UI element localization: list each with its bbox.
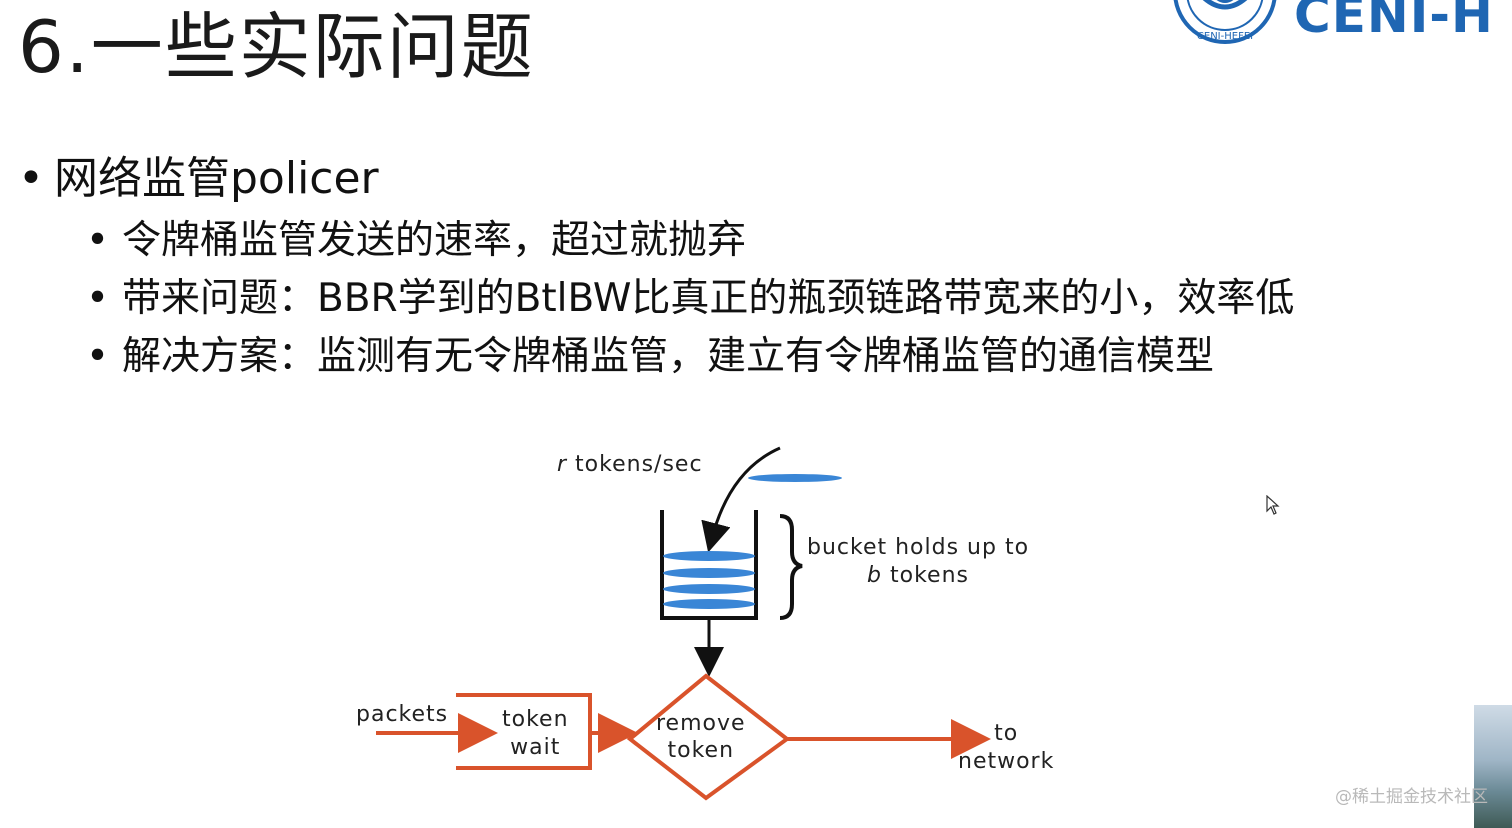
to-network-label: to network bbox=[958, 721, 1055, 774]
bucket-token-3 bbox=[663, 584, 755, 594]
bucket-brace bbox=[779, 514, 803, 620]
svg-text:CENI-HEFEI: CENI-HEFEI bbox=[1197, 31, 1253, 42]
remove-token-diamond bbox=[626, 673, 791, 801]
bullet-sub-text: 令牌桶监管发送的速率，超过就抛弃 bbox=[122, 218, 747, 263]
token-fill-arrow bbox=[701, 446, 781, 553]
rate-label: r tokens/sec bbox=[557, 452, 703, 477]
bullet-dot: • bbox=[86, 334, 110, 379]
bullet-list: • 网络监管policer • 令牌桶监管发送的速率，超过就抛弃 • 带来问题：… bbox=[14, 150, 1294, 386]
bucket-token-1 bbox=[663, 551, 755, 561]
logo-wordmark: CENI-H bbox=[1294, 0, 1494, 44]
bullet-dot: • bbox=[86, 276, 110, 321]
bucket-capacity-label: bucket holds up to b tokens bbox=[807, 535, 1030, 588]
bullet-sub-2: • 带来问题：BBR学到的BtlBW比真正的瓶颈链路带宽来的小，效率低 bbox=[14, 270, 1294, 328]
bullet-dot: • bbox=[18, 153, 44, 204]
bullet-sub-text: 带来问题：BBR学到的BtlBW比真正的瓶颈链路带宽来的小，效率低 bbox=[122, 276, 1295, 321]
bucket-token-2 bbox=[663, 568, 755, 578]
bullet-main: • 网络监管policer bbox=[14, 150, 1294, 208]
bullet-dot: • bbox=[86, 218, 110, 263]
bullet-sub-3: • 解决方案：监测有无令牌桶监管，建立有令牌桶监管的通信模型 bbox=[14, 328, 1294, 386]
ceni-seal-icon: CENI-HEFEI bbox=[1173, 0, 1277, 44]
bucket bbox=[660, 510, 758, 620]
slide-title: 6.一些实际问题 bbox=[18, 5, 535, 89]
packets-label: packets bbox=[356, 702, 449, 727]
mouse-cursor-icon bbox=[1266, 495, 1280, 515]
token-bucket-diagram: r tokens/sec bucket holds up to b tokens… bbox=[340, 430, 1100, 814]
bucket-token-4 bbox=[663, 599, 755, 609]
remove-token-label: remove token bbox=[656, 711, 746, 763]
token-bucket-svg bbox=[376, 446, 991, 801]
bullet-main-text: 网络监管policer bbox=[54, 153, 379, 204]
token-wait-label: token wait bbox=[502, 707, 569, 760]
token-wait-box bbox=[456, 693, 592, 770]
bullet-sub-1: • 令牌桶监管发送的速率，超过就抛弃 bbox=[14, 212, 1294, 270]
video-thumbnail[interactable] bbox=[1474, 705, 1512, 828]
ceni-logo: CENI-HEFEI CENI-H bbox=[1170, 0, 1512, 50]
bullet-sub-text: 解决方案：监测有无令牌桶监管，建立有令牌桶监管的通信模型 bbox=[122, 334, 1215, 379]
incoming-token bbox=[748, 474, 842, 482]
watermark: @稀土掘金技术社区 bbox=[1335, 787, 1488, 807]
